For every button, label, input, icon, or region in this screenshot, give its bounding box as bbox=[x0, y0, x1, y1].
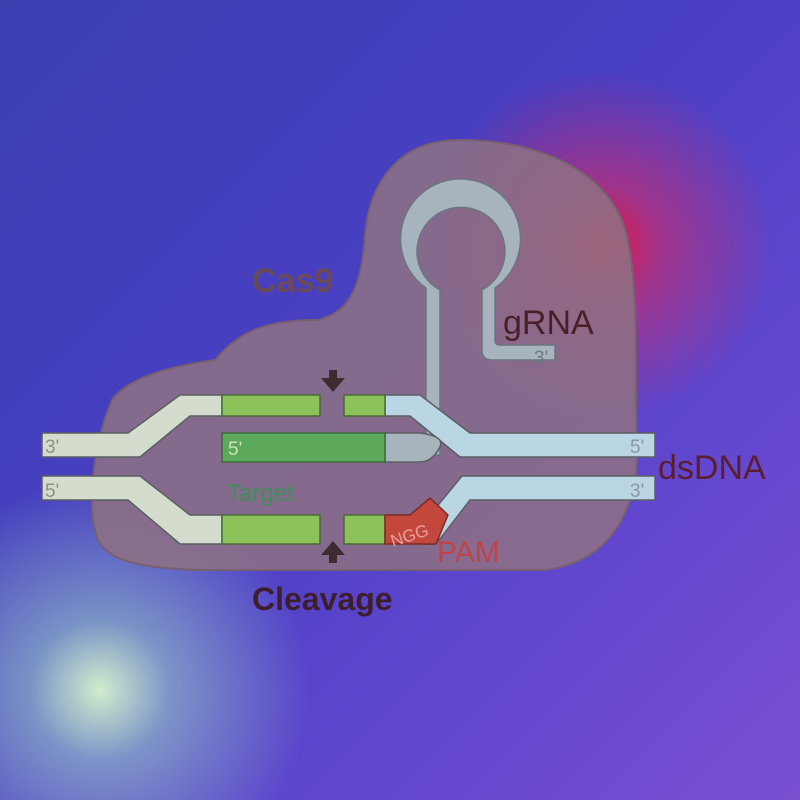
guide-spacer-segment bbox=[221, 432, 386, 463]
cleavage-label: Cleavage bbox=[252, 581, 393, 617]
grna-paired-segment bbox=[384, 432, 442, 463]
pam-label: PAM bbox=[437, 536, 500, 569]
grna-strand bbox=[399, 178, 556, 456]
guide-5prime-label: 5' bbox=[228, 439, 242, 460]
target-top-left-segment bbox=[221, 394, 321, 417]
grna-3prime-label: 3' bbox=[534, 348, 548, 369]
top-right-end-label: 5' bbox=[630, 437, 644, 458]
dsdna-label: dsDNA bbox=[658, 449, 766, 487]
target-bottom-right-segment bbox=[343, 514, 386, 545]
target-bottom-left-segment bbox=[221, 514, 321, 545]
dna-top-strand-right bbox=[384, 394, 656, 458]
top-left-end-label: 3' bbox=[45, 437, 59, 458]
cas9-label: Cas9 bbox=[252, 262, 333, 300]
bottom-right-end-label: 3' bbox=[630, 481, 644, 502]
bottom-left-end-label: 5' bbox=[45, 481, 59, 502]
cleavage-arrow-top-icon bbox=[321, 370, 345, 392]
target-label: Target bbox=[227, 480, 294, 507]
cleavage-arrow-bottom-icon bbox=[321, 541, 345, 563]
grna-label: gRNA bbox=[503, 304, 594, 342]
target-top-right-segment bbox=[343, 394, 386, 417]
pam-segment bbox=[384, 497, 449, 545]
